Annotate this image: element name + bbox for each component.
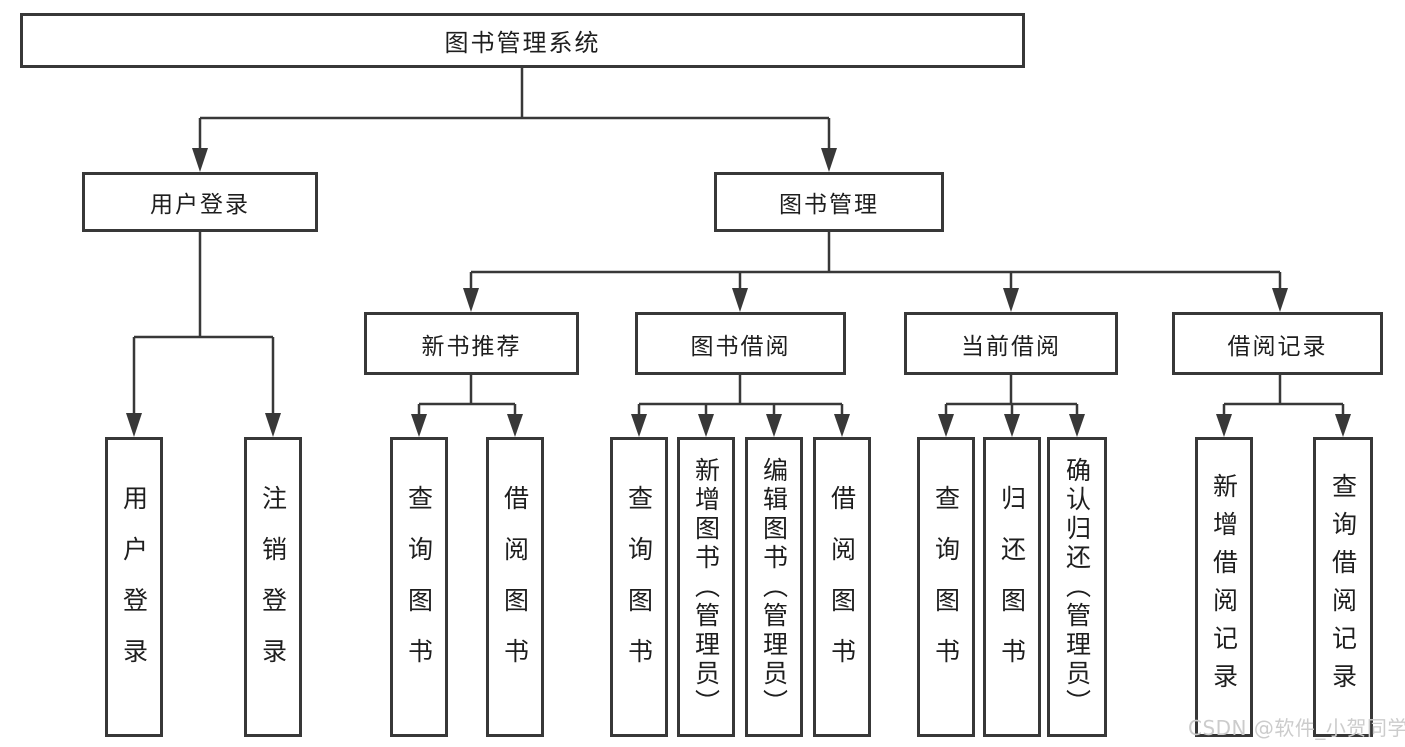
arrowhead-down bbox=[265, 413, 281, 437]
leaf-label: 归还图书 bbox=[997, 485, 1027, 689]
leaf-logout: 注销登录 bbox=[244, 437, 302, 737]
node-label: 新书推荐 bbox=[421, 333, 522, 360]
connector-newbookrec-to-leaves bbox=[417, 375, 517, 415]
node-label: 当前借阅 bbox=[961, 333, 1061, 360]
leaf-label: 新增借阅记录 bbox=[1209, 473, 1239, 701]
node-root-library-system: 图书管理系统 bbox=[20, 13, 1025, 68]
connector-root-to-level2 bbox=[198, 68, 831, 150]
node-label: 图书管理 bbox=[779, 192, 879, 218]
leaf-label: 新增图书（管理员） bbox=[691, 456, 721, 718]
arrowhead-down bbox=[126, 413, 142, 437]
leaf-label: 注销登录 bbox=[258, 485, 288, 689]
connector-borrowrecords-to-leaves bbox=[1222, 375, 1345, 415]
arrowhead-down bbox=[938, 414, 954, 437]
leaf-return-book: 归还图书 bbox=[983, 437, 1041, 737]
arrowhead-down bbox=[821, 148, 837, 172]
node-borrow-records: 借阅记录 bbox=[1172, 312, 1383, 375]
leaf-label: 确认归还（管理员） bbox=[1062, 456, 1092, 718]
arrowhead-down bbox=[1069, 414, 1085, 437]
arrowhead-down bbox=[1004, 414, 1020, 437]
arrowhead-down bbox=[834, 414, 850, 437]
leaf-label: 借阅图书 bbox=[500, 485, 530, 689]
leaf-add-book-admin: 新增图书（管理员） bbox=[677, 437, 735, 737]
leaf-label: 查询图书 bbox=[404, 485, 434, 689]
leaf-user-login: 用户登录 bbox=[105, 437, 163, 737]
leaf-add-borrow-record: 新增借阅记录 bbox=[1195, 437, 1253, 737]
arrowhead-down bbox=[507, 414, 523, 437]
node-book-management: 图书管理 bbox=[714, 172, 944, 232]
arrowhead-down bbox=[411, 414, 427, 437]
connector-bookborrow-to-leaves bbox=[637, 375, 844, 415]
leaf-label: 编辑图书（管理员） bbox=[759, 456, 789, 718]
leaf-label: 查询图书 bbox=[931, 485, 961, 689]
connector-userlogin-to-leaves bbox=[132, 232, 275, 415]
leaf-label: 查询借阅记录 bbox=[1328, 473, 1358, 701]
arrowhead-down bbox=[1272, 288, 1288, 312]
leaf-query-books-newrec: 查询图书 bbox=[390, 437, 448, 737]
node-current-borrow: 当前借阅 bbox=[904, 312, 1118, 375]
csdn-watermark: CSDN @软件_小贺同学 bbox=[1188, 716, 1405, 740]
node-label: 图书借阅 bbox=[690, 333, 791, 360]
leaf-label: 用户登录 bbox=[119, 485, 149, 689]
leaf-borrow-books-borrow: 借阅图书 bbox=[813, 437, 871, 737]
arrowhead-down bbox=[766, 414, 782, 437]
node-new-book-recommend: 新书推荐 bbox=[364, 312, 579, 375]
node-book-borrow: 图书借阅 bbox=[635, 312, 846, 375]
node-user-login: 用户登录 bbox=[82, 172, 318, 232]
leaf-query-borrow-record: 查询借阅记录 bbox=[1313, 437, 1373, 737]
arrowhead-down bbox=[1003, 288, 1019, 312]
connector-bookmgmt-to-level3 bbox=[469, 232, 1282, 290]
arrowhead-down bbox=[698, 414, 714, 437]
arrowhead-down bbox=[463, 288, 479, 312]
leaf-label: 借阅图书 bbox=[827, 485, 857, 689]
leaf-query-books-borrow: 查询图书 bbox=[610, 437, 668, 737]
arrowhead-down bbox=[732, 288, 748, 312]
leaf-confirm-return-admin: 确认归还（管理员） bbox=[1047, 437, 1107, 737]
node-label: 用户登录 bbox=[150, 192, 250, 218]
arrowhead-down bbox=[1335, 414, 1351, 437]
arrowhead-down bbox=[631, 414, 647, 437]
node-label: 借阅记录 bbox=[1227, 333, 1328, 360]
leaf-borrow-books-newrec: 借阅图书 bbox=[486, 437, 544, 737]
arrowhead-down bbox=[1216, 414, 1232, 437]
arrowhead-down bbox=[192, 148, 208, 172]
leaf-label: 查询图书 bbox=[624, 485, 654, 689]
node-label: 图书管理系统 bbox=[444, 29, 601, 57]
leaf-edit-book-admin: 编辑图书（管理员） bbox=[745, 437, 803, 737]
leaf-query-books-current: 查询图书 bbox=[917, 437, 975, 737]
connector-currentborrow-to-leaves bbox=[944, 375, 1079, 415]
